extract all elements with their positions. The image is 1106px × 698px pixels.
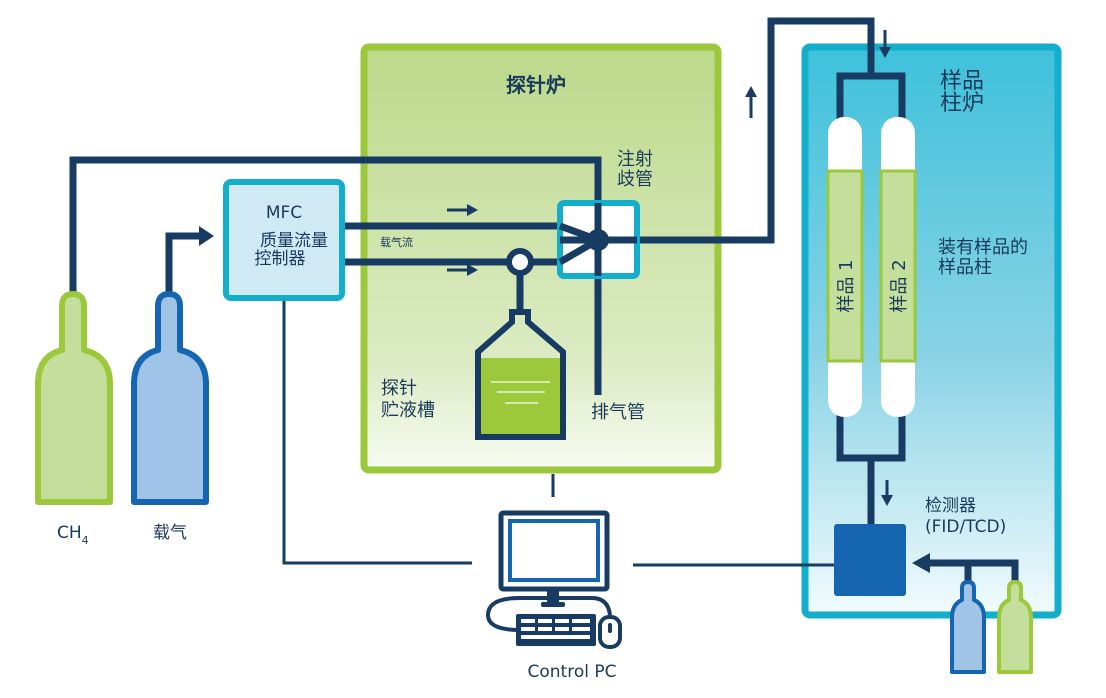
sample-oven-title-line1: 样品 (940, 69, 984, 94)
flow-arrow-detector-icon (881, 495, 893, 506)
manifold-to-oven-line (598, 17, 875, 244)
detector-inlet-arrow-icon (912, 553, 930, 573)
flow-arrows (447, 30, 893, 506)
ch4-cylinder (35, 291, 113, 505)
sample-column-2-label: 样品 2 (889, 259, 910, 312)
mfc-control-wire (282, 300, 472, 565)
injection-manifold-label-line1: 注射 (617, 149, 653, 170)
columns-note-line2: 样品柱 (938, 257, 992, 278)
flow-arrow-upper-icon (467, 204, 478, 216)
carrier-to-mfc-line (165, 232, 200, 292)
control-wires (282, 300, 835, 567)
flow-arrow-down-icon (879, 47, 891, 58)
probe-reservoir-label-line2: 贮液槽 (381, 400, 435, 421)
aux-carrier-cylinder (950, 580, 986, 674)
column-split-line (836, 72, 906, 122)
sample-oven-title-line2: 柱炉 (940, 91, 984, 116)
mfc-inlet-arrow-icon (199, 226, 214, 246)
sample-column-1 (826, 117, 864, 417)
columns-note-line1: 装有样品的 (938, 237, 1028, 258)
mfc-label-line2: 质量流量 (260, 231, 328, 251)
mfc-box (223, 179, 345, 301)
mfc-label-line1: MFC (266, 203, 302, 223)
sample-column-2 (879, 117, 917, 417)
manifold-junction (587, 229, 609, 251)
flow-arrow-lower-icon (467, 264, 478, 276)
ch4-line (69, 156, 602, 292)
vent-label: 排气管 (591, 402, 645, 423)
carrier-gas-cylinder (131, 291, 209, 505)
ch4-label: CH4 (57, 523, 89, 547)
injection-manifold-label-line2: 歧管 (617, 169, 653, 190)
mfc-label-line3: 控制器 (255, 249, 306, 269)
detector-label-line2: (FID/TCD) (925, 517, 1006, 537)
control-pc-label: Control PC (528, 662, 617, 682)
flow-arrow-up-icon (745, 86, 757, 97)
aux-gas-line (930, 559, 1019, 582)
control-pc-icon[interactable] (485, 510, 622, 649)
probe-reservoir-label-line1: 探针 (381, 378, 417, 399)
probe-reservoir-bottle (475, 309, 566, 440)
carrier-gas-label: 载气 (153, 523, 187, 543)
valve-icon (506, 248, 534, 276)
sample-column-1-label: 样品 1 (836, 259, 857, 312)
detector-label-line1: 检测器 (925, 496, 976, 516)
detector-box (834, 524, 906, 596)
probe-oven-title: 探针炉 (506, 73, 566, 97)
carrier-flow-label: 载气流 (380, 235, 413, 249)
aux-ch4-cylinder (997, 580, 1033, 674)
